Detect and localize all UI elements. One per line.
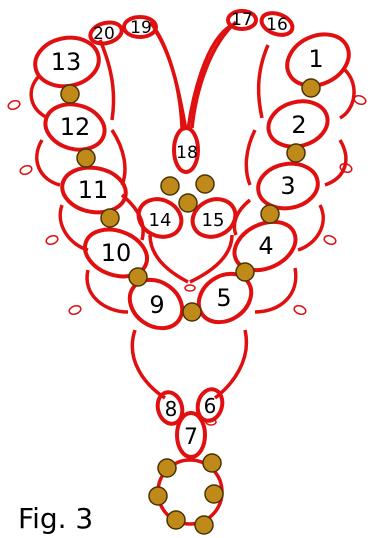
chain-12-11 xyxy=(35,139,61,187)
picot xyxy=(184,284,196,292)
ring-label-5: 5 xyxy=(216,284,231,312)
ring-label-18: 18 xyxy=(176,143,198,163)
picot xyxy=(68,304,82,316)
ring-label-14: 14 xyxy=(149,210,172,231)
picot xyxy=(293,304,307,316)
bead xyxy=(260,204,280,224)
ring-label-17: 17 xyxy=(231,10,253,30)
ring-label-8: 8 xyxy=(165,397,178,421)
chain-19-top xyxy=(148,20,184,129)
chain-2-out xyxy=(244,129,257,186)
bead xyxy=(195,174,215,194)
bead xyxy=(166,510,186,530)
ring-10 xyxy=(83,227,149,279)
beads xyxy=(60,78,321,535)
bead xyxy=(100,208,120,228)
chain-1-2 xyxy=(339,68,356,120)
chain-heart-right xyxy=(189,234,234,284)
rings xyxy=(33,9,351,526)
ring-14 xyxy=(136,197,184,239)
ring-label-6: 6 xyxy=(204,394,217,418)
ring-3 xyxy=(256,161,320,211)
chain-3-4 xyxy=(297,204,325,252)
chain-17-top xyxy=(190,20,238,129)
chain-13-12 xyxy=(29,73,49,120)
chain-9-to-8 xyxy=(130,329,166,400)
bead xyxy=(160,176,180,196)
ring-label-4: 4 xyxy=(258,232,273,260)
ring-labels: 1 2 3 4 5 6 7 8 9 10 11 12 13 14 15 16 1… xyxy=(51,10,324,450)
bead xyxy=(235,262,255,282)
bead xyxy=(157,458,177,478)
chain-4-5 xyxy=(254,267,298,314)
ring-19 xyxy=(122,15,158,39)
ring-label-1: 1 xyxy=(308,45,323,73)
ring-11 xyxy=(60,165,128,215)
picots xyxy=(7,94,367,426)
ring-label-19: 19 xyxy=(130,18,152,38)
chain-heart-left xyxy=(148,234,189,284)
ring-7 xyxy=(175,411,207,459)
ring-label-10: 10 xyxy=(101,239,132,267)
ring-17 xyxy=(226,9,258,31)
ring-20 xyxy=(88,20,124,46)
bead xyxy=(148,486,168,506)
ring-9 xyxy=(127,277,185,331)
bead xyxy=(60,84,80,104)
ring-label-11: 11 xyxy=(78,176,109,204)
ring-label-7: 7 xyxy=(184,425,198,450)
chain-10-9 xyxy=(85,269,129,314)
chain-2-3 xyxy=(324,139,348,187)
picot xyxy=(45,234,59,246)
picot xyxy=(353,94,367,106)
ring-2 xyxy=(266,99,330,149)
chain-5-to-6 xyxy=(213,329,249,400)
picot xyxy=(205,418,217,426)
ring-18 xyxy=(172,126,200,174)
ring-label-13: 13 xyxy=(51,48,82,76)
bead xyxy=(128,267,148,287)
ring-label-3: 3 xyxy=(280,172,295,200)
picot xyxy=(19,164,33,176)
bead xyxy=(202,453,222,473)
ring-label-9: 9 xyxy=(149,291,164,319)
ring-4 xyxy=(232,219,298,273)
ring-label-16: 16 xyxy=(266,15,288,35)
bead xyxy=(204,484,224,504)
picot xyxy=(339,162,353,174)
bead xyxy=(178,193,198,213)
picot xyxy=(7,99,21,111)
bead xyxy=(194,515,214,535)
ring-16 xyxy=(259,11,295,37)
ring-label-12: 12 xyxy=(60,113,91,141)
ring-label-20: 20 xyxy=(93,24,115,44)
ring-12 xyxy=(43,102,107,152)
picot xyxy=(323,234,337,246)
ring-label-15: 15 xyxy=(202,210,225,231)
bead xyxy=(182,302,202,322)
ring-8 xyxy=(155,390,185,426)
ring-15 xyxy=(190,197,238,239)
chain-1-out xyxy=(256,44,270,119)
chain-17-16-to-18 xyxy=(186,23,233,131)
figure-caption: Fig. 3 xyxy=(18,502,93,535)
bead xyxy=(301,78,321,98)
chain-13-out xyxy=(98,39,116,121)
ring-5 xyxy=(196,271,254,325)
ring-1 xyxy=(285,32,351,88)
bead xyxy=(76,148,96,168)
ring-label-2: 2 xyxy=(291,111,306,139)
bead xyxy=(286,143,306,163)
